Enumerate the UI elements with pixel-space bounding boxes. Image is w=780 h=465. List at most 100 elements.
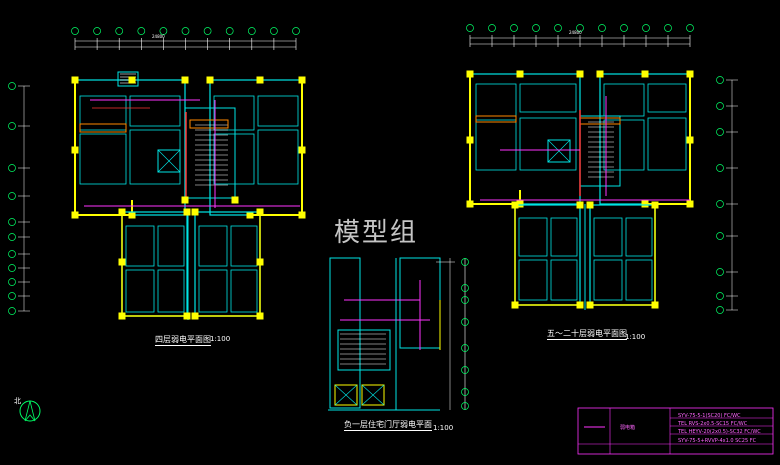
apartment-outline [209, 79, 303, 216]
axis-bubble [181, 27, 190, 35]
axis-bubble [620, 24, 628, 32]
room [519, 117, 577, 171]
column [256, 76, 264, 84]
axis-bubble [716, 200, 724, 208]
column [576, 301, 584, 309]
balcony-outline [121, 212, 187, 317]
column [511, 301, 519, 309]
axis-bubble [664, 24, 672, 32]
axis-bubble [8, 278, 16, 286]
column [466, 200, 474, 208]
axis-bubble [8, 122, 16, 130]
plan-right-title: 五～二十层弱电平面图 [547, 329, 627, 340]
column [641, 70, 649, 78]
room [475, 119, 517, 171]
elevator-x [334, 384, 358, 406]
elevator-x [157, 149, 181, 173]
column [586, 301, 594, 309]
axis-bubble [8, 250, 16, 258]
column [576, 70, 584, 78]
column [298, 76, 306, 84]
axis-bubble [554, 24, 562, 32]
axis-bubble [716, 76, 724, 84]
axis-bubble [461, 344, 469, 352]
axis-bubble [8, 164, 16, 172]
column [686, 70, 694, 78]
room [603, 119, 645, 171]
plan-left-title: 四层弱电平面图 [155, 335, 211, 346]
room [593, 217, 623, 257]
column [118, 208, 126, 216]
column [71, 76, 79, 84]
highlight-corridor [475, 115, 517, 123]
room [550, 217, 578, 257]
dimension-total-right: 24800 [569, 30, 582, 35]
room [157, 225, 185, 267]
axis-bubble [225, 27, 234, 35]
axis-bubble [115, 27, 124, 35]
plan-left-scale: 1:100 [210, 335, 231, 343]
room [475, 83, 517, 117]
axis-bubble [8, 192, 16, 200]
axis-bubble [716, 268, 724, 276]
plan-bottom-title: 负一层住宅门厅弱电平面 [344, 420, 432, 431]
room [518, 259, 548, 301]
axis-bubble [247, 27, 256, 35]
axis-bubble [461, 258, 469, 266]
axis-bubble [159, 27, 168, 35]
column [298, 211, 306, 219]
column [256, 258, 264, 266]
axis-bubble [8, 307, 16, 315]
highlight-corridor [189, 119, 229, 129]
north-label: 北 [14, 397, 21, 405]
room [519, 83, 577, 113]
room [198, 269, 228, 313]
axis-bubble [137, 27, 146, 35]
room [550, 259, 578, 301]
north-arrow-needle [24, 400, 36, 422]
column [466, 136, 474, 144]
column [686, 200, 694, 208]
axis-bubble [716, 306, 724, 314]
column [128, 76, 136, 84]
balcony-outline [195, 212, 261, 317]
axis-bubble [716, 232, 724, 240]
column [71, 146, 79, 154]
axis-bubble [510, 24, 518, 32]
balcony-outline [514, 205, 580, 306]
column [231, 196, 239, 204]
apartment-outline [589, 204, 656, 306]
column [511, 201, 519, 209]
axis-bubble [292, 27, 300, 35]
column [256, 208, 264, 216]
stair-core [337, 329, 391, 371]
lobby-outline [329, 257, 361, 409]
elevator-shaft [547, 139, 571, 163]
column [641, 200, 649, 208]
axis-bubble [642, 24, 650, 32]
plan-bottom-scale: 1:100 [433, 424, 454, 432]
axis-bubble [8, 218, 16, 226]
legend-table [577, 407, 774, 455]
balcony-outline [645, 74, 691, 205]
column [686, 136, 694, 144]
column [191, 208, 199, 216]
dimension-total-left: 24800 [152, 34, 165, 39]
column [191, 312, 199, 320]
column [516, 70, 524, 78]
column [256, 312, 264, 320]
apartment-outline [469, 73, 581, 205]
room [198, 225, 228, 267]
column [651, 301, 659, 309]
room [213, 133, 255, 185]
room [79, 95, 127, 131]
axis-bubble [466, 24, 474, 32]
axis-bubble [532, 24, 540, 32]
axis-bubble [8, 292, 16, 300]
balcony-outline [590, 205, 656, 306]
room [625, 259, 653, 301]
axis-bubble [8, 82, 16, 90]
axis-bubble [270, 27, 278, 35]
elevator-shaft [361, 384, 385, 406]
